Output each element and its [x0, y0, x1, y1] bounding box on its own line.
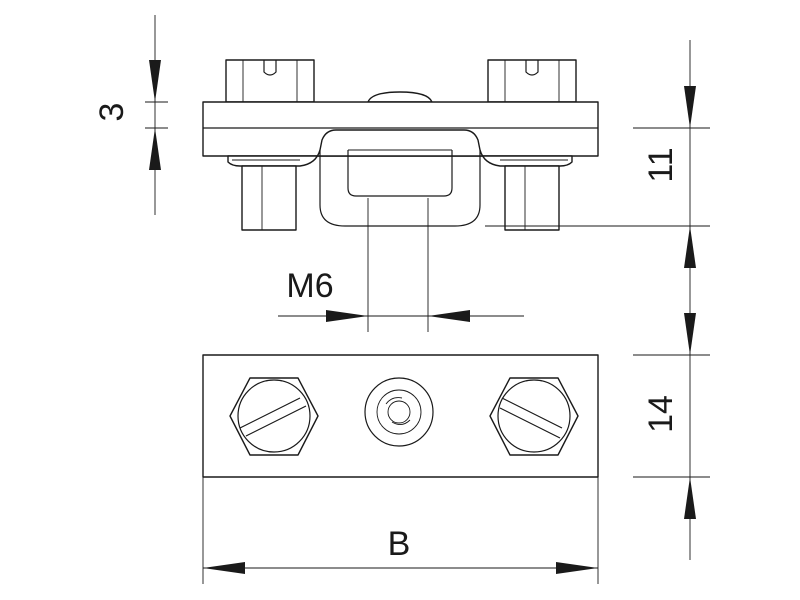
dimension-plate-thickness: 3 — [93, 15, 168, 215]
right-hex-screw — [489, 377, 579, 456]
dimension-label-3: 3 — [93, 103, 131, 122]
dimension-label-b: B — [388, 525, 411, 563]
dimension-label-11: 11 — [642, 147, 680, 182]
side-view — [202, 59, 599, 332]
dimension-height: 11 — [485, 40, 710, 355]
center-rivet — [364, 377, 434, 447]
dimension-depth: 14 — [633, 313, 710, 560]
lower-saddle — [227, 129, 573, 227]
dimension-width: B — [202, 477, 599, 584]
left-hex-screw — [229, 377, 319, 456]
dimension-label-m6: M6 — [286, 267, 333, 305]
dimension-thread: M6 — [278, 267, 524, 322]
right-lower-screw-shank — [504, 165, 560, 231]
center-rivet-dome — [367, 91, 433, 103]
dimension-label-14: 14 — [642, 395, 680, 433]
left-upper-screw-head — [225, 59, 315, 103]
right-upper-screw-head — [487, 59, 577, 103]
top-view — [202, 354, 599, 478]
left-lower-screw-shank — [241, 165, 297, 231]
